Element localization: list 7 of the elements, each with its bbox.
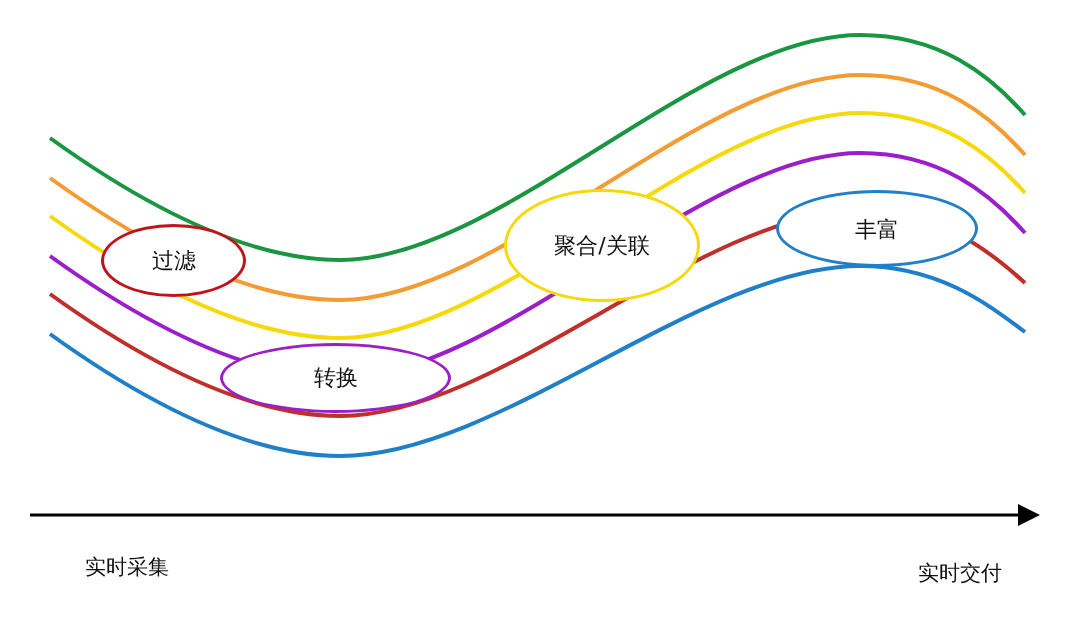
axis-label: 实时采集 — [85, 554, 169, 581]
axis-label: 实时交付 — [918, 560, 1002, 587]
stage-name: 过滤 — [151, 246, 196, 275]
stage-name: 丰富 — [855, 216, 899, 244]
stage-name: 转换 — [313, 364, 358, 392]
stage-ellipse — [101, 224, 246, 297]
stage-name: 聚合/关联 — [554, 231, 650, 260]
